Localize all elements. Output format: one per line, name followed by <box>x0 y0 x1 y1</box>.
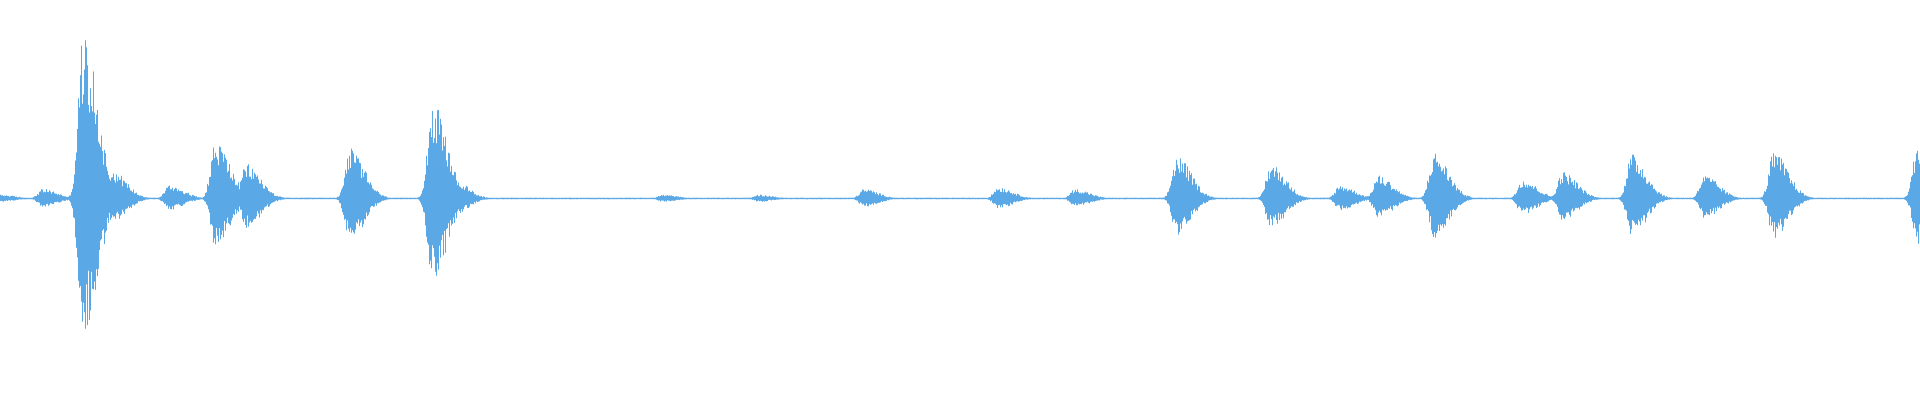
waveform-signal <box>0 40 1920 329</box>
